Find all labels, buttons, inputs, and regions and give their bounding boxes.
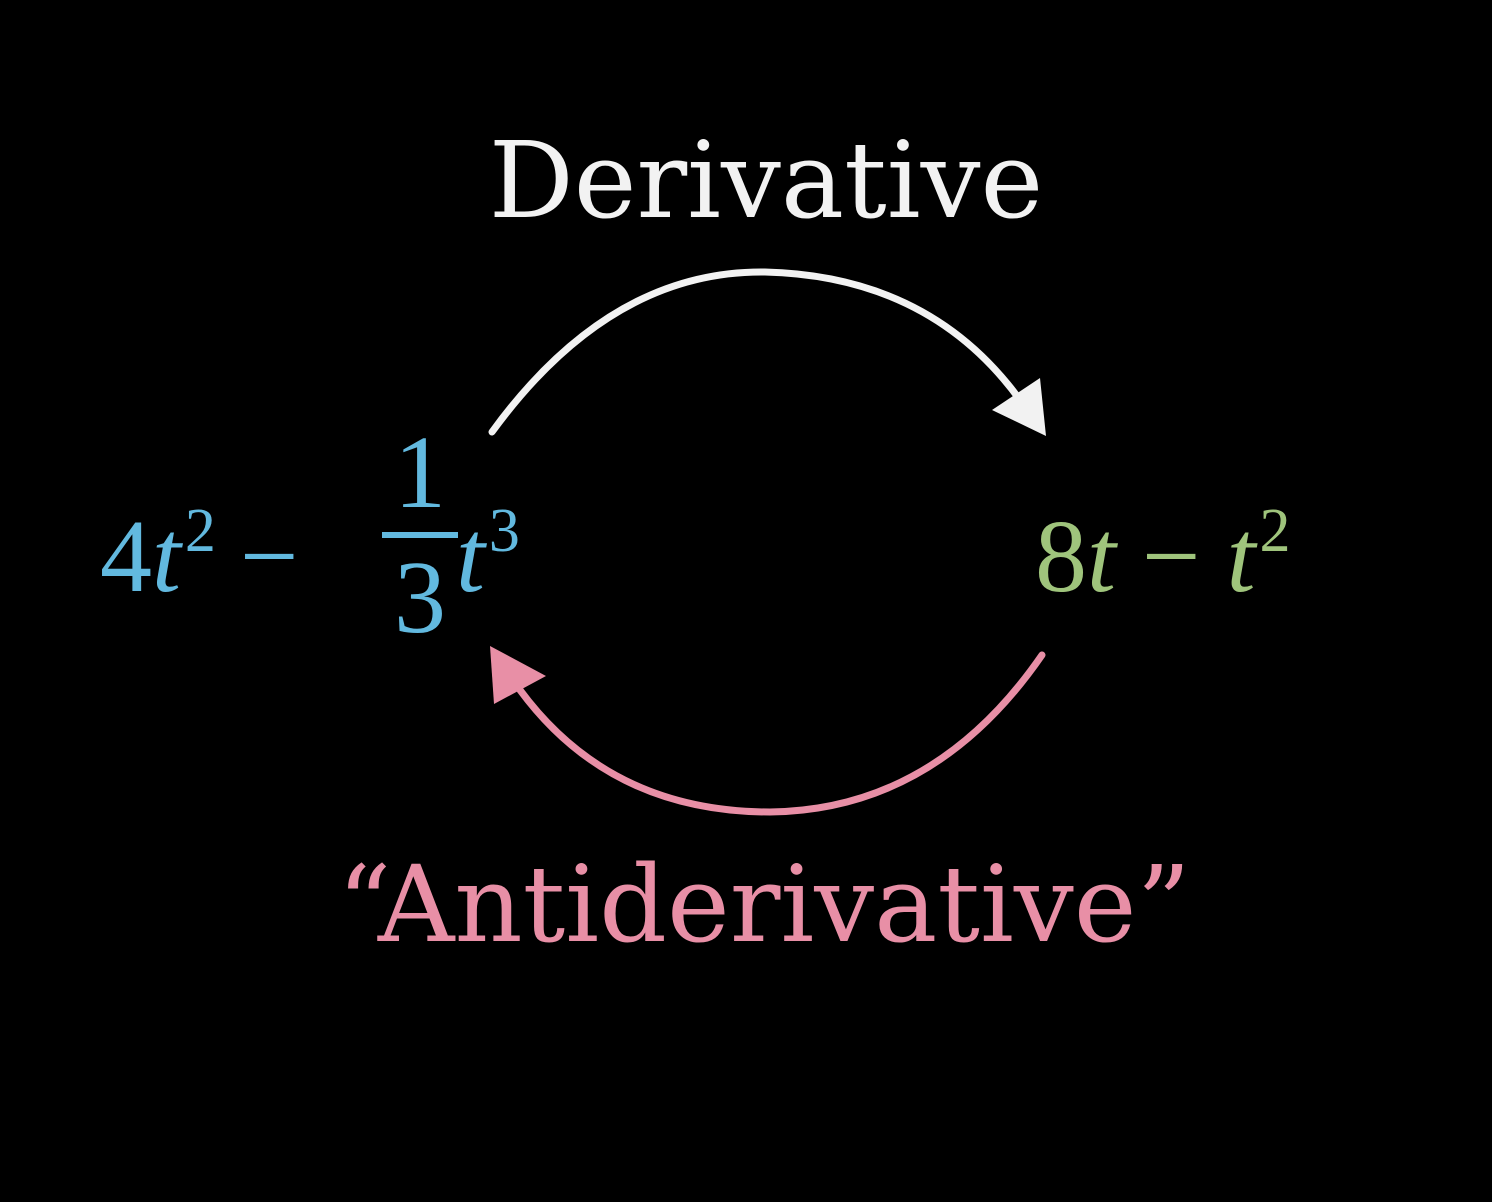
function-expression: 4t2−: [100, 500, 321, 609]
derivative-arrowhead: [992, 378, 1046, 436]
fraction-bar: [382, 532, 458, 538]
derivative-arrow: [488, 268, 1024, 436]
exponent-2: 2: [184, 497, 216, 565]
derivative-label: Derivative: [488, 119, 1044, 242]
var-t-cubed: t: [456, 499, 485, 614]
exponent-3: 3: [488, 497, 520, 565]
var-t: t: [1087, 499, 1116, 614]
derivative-expression: 8t−t2: [1035, 500, 1290, 609]
function-tail: t3: [456, 500, 520, 609]
minus-sign: −: [239, 499, 299, 614]
fraction-denominator: 3: [394, 540, 446, 655]
antiderivative-arrow: [516, 651, 1046, 816]
fraction-numerator: 1: [394, 415, 446, 530]
var-t: t: [152, 499, 181, 614]
antiderivative-arrowhead: [490, 646, 546, 704]
coef-4: 4: [100, 499, 152, 614]
var-t-squared: t: [1226, 499, 1256, 614]
exponent-2: 2: [1259, 497, 1291, 565]
minus-sign: −: [1141, 499, 1201, 614]
antiderivative-label: “Antiderivative”: [337, 843, 1191, 966]
fraction-one-third: 1 3: [380, 418, 460, 658]
coef-8: 8: [1035, 499, 1087, 614]
